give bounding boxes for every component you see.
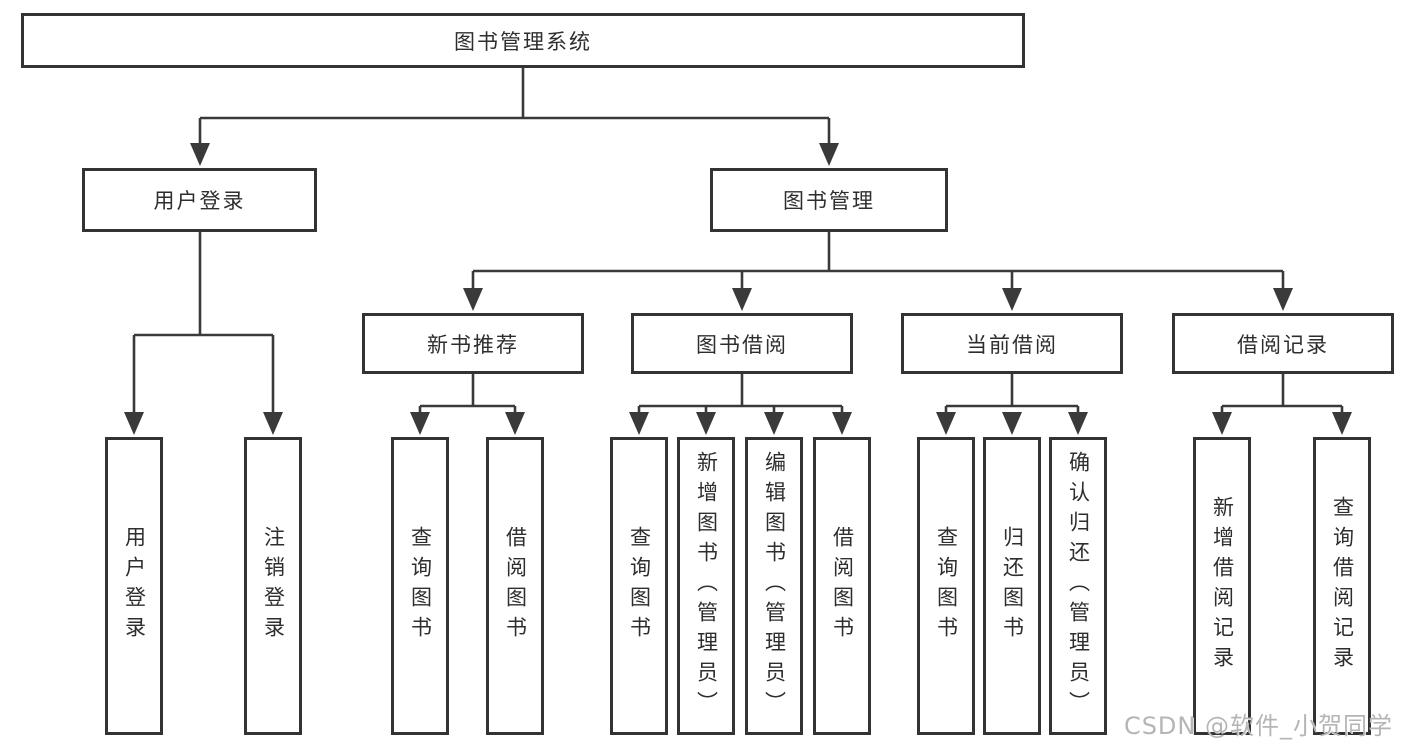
node-current-borrow: 当前借阅: [901, 313, 1123, 374]
node-user-login: 用户登录: [82, 168, 317, 232]
leaf-book-borrow-2-label: 编辑图书（管理员）: [762, 451, 787, 721]
leaf-book-borrow-3: 借阅图书: [813, 437, 871, 735]
node-root-label: 图书管理系统: [454, 29, 592, 54]
node-book-mgmt: 图书管理: [710, 168, 948, 232]
leaf-book-borrow-1: 新增图书（管理员）: [677, 437, 735, 735]
leaf-new-book-rec-1: 借阅图书: [486, 437, 544, 735]
leaf-borrow-record-0: 新增借阅记录: [1193, 437, 1251, 735]
leaf-current-borrow-2: 确认归还（管理员）: [1049, 437, 1107, 735]
leaf-new-book-rec-1-label: 借阅图书: [503, 526, 528, 646]
leaf-borrow-record-1: 查询借阅记录: [1313, 437, 1371, 735]
node-book-borrow: 图书借阅: [631, 313, 853, 374]
node-new-book-rec-label: 新书推荐: [427, 332, 519, 357]
leaf-current-borrow-1: 归还图书: [983, 437, 1041, 735]
leaf-new-book-rec-0-label: 查询图书: [408, 526, 433, 646]
leaf-user-login-0-label: 用户登录: [122, 526, 147, 646]
node-book-borrow-label: 图书借阅: [696, 332, 788, 357]
leaf-new-book-rec-0: 查询图书: [391, 437, 449, 735]
leaf-current-borrow-0: 查询图书: [917, 437, 975, 735]
node-borrow-record: 借阅记录: [1172, 313, 1394, 374]
leaf-book-borrow-0-label: 查询图书: [627, 526, 652, 646]
node-new-book-rec: 新书推荐: [362, 313, 584, 374]
leaf-user-login-1: 注销登录: [244, 437, 302, 735]
node-current-borrow-label: 当前借阅: [966, 332, 1058, 357]
leaf-book-borrow-0: 查询图书: [610, 437, 668, 735]
leaf-borrow-record-1-label: 查询借阅记录: [1330, 496, 1355, 676]
leaf-book-borrow-2: 编辑图书（管理员）: [745, 437, 803, 735]
arrowhead-icons: [124, 143, 1352, 435]
csdn-watermark: CSDN @软件_小贺同学: [1123, 712, 1393, 740]
leaf-current-borrow-0-label: 查询图书: [934, 526, 959, 646]
node-root: 图书管理系统: [21, 13, 1025, 68]
leaf-borrow-record-0-label: 新增借阅记录: [1210, 496, 1235, 676]
leaf-book-borrow-1-label: 新增图书（管理员）: [694, 451, 719, 721]
leaf-current-borrow-1-label: 归还图书: [1000, 526, 1025, 646]
node-user-login-label: 用户登录: [153, 189, 246, 213]
node-book-mgmt-label: 图书管理: [783, 189, 875, 213]
leaf-user-login-0: 用户登录: [105, 437, 163, 735]
leaf-book-borrow-3-label: 借阅图书: [830, 526, 855, 646]
leaf-user-login-1-label: 注销登录: [261, 526, 286, 646]
node-borrow-record-label: 借阅记录: [1237, 332, 1329, 357]
leaf-current-borrow-2-label: 确认归还（管理员）: [1066, 451, 1091, 721]
